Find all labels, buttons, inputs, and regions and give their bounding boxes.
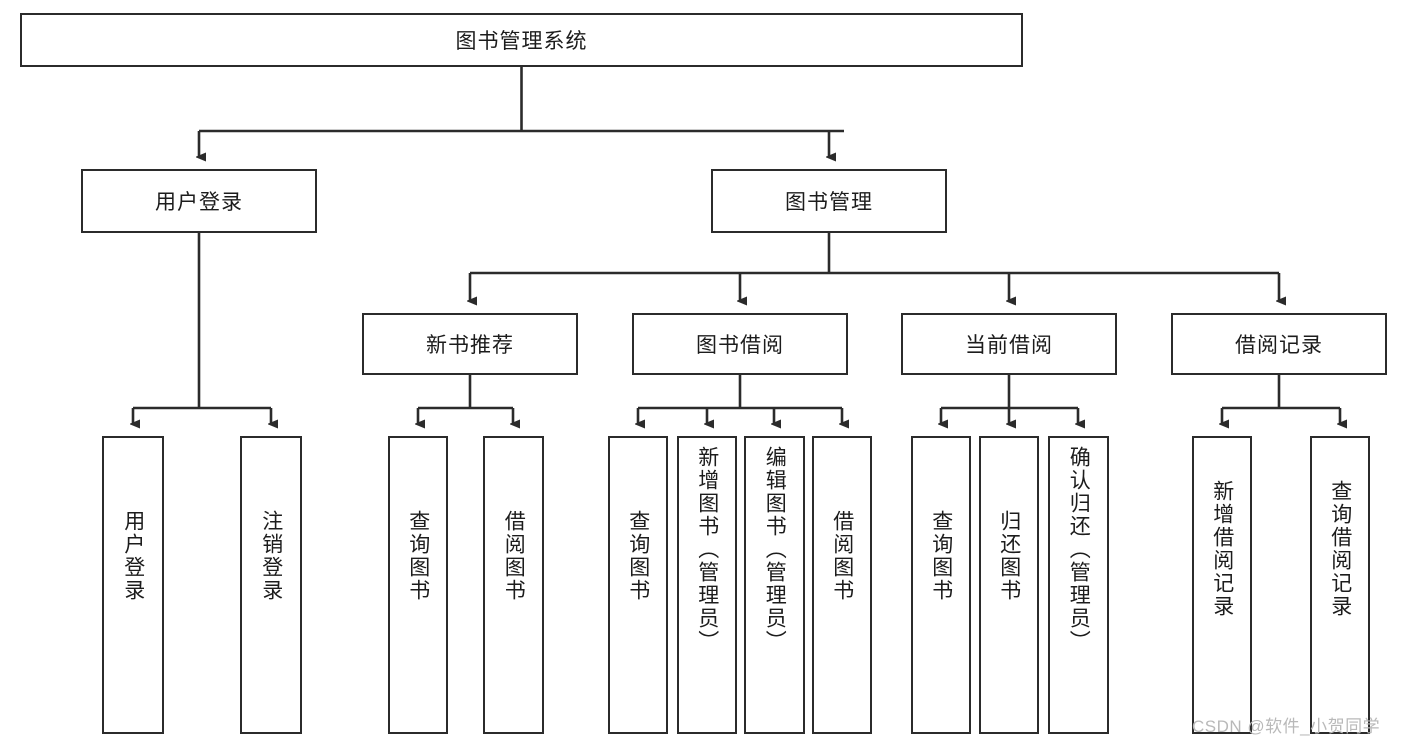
leaf-borrow-book-recommend[interactable]: 借阅图书: [483, 436, 544, 734]
leaf-add-book-admin-label: 新增图书（管理员）: [695, 446, 719, 653]
leaf-query-book-current[interactable]: 查询图书: [911, 436, 971, 734]
node-current-borrow-label: 当前借阅: [965, 334, 1053, 357]
node-borrow-record[interactable]: 借阅记录: [1171, 313, 1387, 375]
leaf-logout[interactable]: 注销登录: [240, 436, 302, 734]
node-user-login-label: 用户登录: [155, 191, 243, 214]
leaf-logout-label: 注销登录: [259, 510, 283, 602]
leaf-query-book-recommend[interactable]: 查询图书: [388, 436, 448, 734]
node-user-login[interactable]: 用户登录: [81, 169, 317, 233]
leaf-confirm-return-admin-label: 确认归还（管理员）: [1067, 446, 1091, 653]
leaf-return-book[interactable]: 归还图书: [979, 436, 1039, 734]
leaf-edit-book-admin[interactable]: 编辑图书（管理员）: [744, 436, 805, 734]
leaf-query-book-current-label: 查询图书: [929, 510, 953, 602]
leaf-return-book-label: 归还图书: [997, 510, 1021, 602]
node-book-management-label: 图书管理: [785, 191, 873, 214]
leaf-add-borrow-record-label: 新增借阅记录: [1210, 480, 1234, 618]
leaf-query-book-borrow-label: 查询图书: [626, 510, 650, 602]
node-book-borrow-label: 图书借阅: [696, 334, 784, 357]
leaf-confirm-return-admin[interactable]: 确认归还（管理员）: [1048, 436, 1109, 734]
leaf-borrow-book[interactable]: 借阅图书: [812, 436, 872, 734]
node-new-book-recommend[interactable]: 新书推荐: [362, 313, 578, 375]
node-book-management[interactable]: 图书管理: [711, 169, 947, 233]
leaf-add-borrow-record[interactable]: 新增借阅记录: [1192, 436, 1252, 734]
node-new-book-recommend-label: 新书推荐: [426, 334, 514, 357]
node-borrow-record-label: 借阅记录: [1235, 334, 1323, 357]
leaf-query-borrow-record-label: 查询借阅记录: [1328, 480, 1352, 618]
leaf-user-login[interactable]: 用户登录: [102, 436, 164, 734]
leaf-borrow-book-label: 借阅图书: [830, 510, 854, 602]
node-current-borrow[interactable]: 当前借阅: [901, 313, 1117, 375]
leaf-borrow-book-recommend-label: 借阅图书: [502, 510, 526, 602]
csdn-watermark: CSDN @软件_小贺同学: [1192, 717, 1381, 736]
leaf-edit-book-admin-label: 编辑图书（管理员）: [763, 446, 787, 653]
node-book-borrow[interactable]: 图书借阅: [632, 313, 848, 375]
leaf-query-book-recommend-label: 查询图书: [406, 510, 430, 602]
node-root-label: 图书管理系统: [455, 30, 588, 53]
node-root[interactable]: 图书管理系统: [20, 13, 1023, 67]
leaf-query-borrow-record[interactable]: 查询借阅记录: [1310, 436, 1370, 734]
leaf-add-book-admin[interactable]: 新增图书（管理员）: [677, 436, 737, 734]
leaf-query-book-borrow[interactable]: 查询图书: [608, 436, 668, 734]
leaf-user-login-label: 用户登录: [121, 510, 145, 602]
